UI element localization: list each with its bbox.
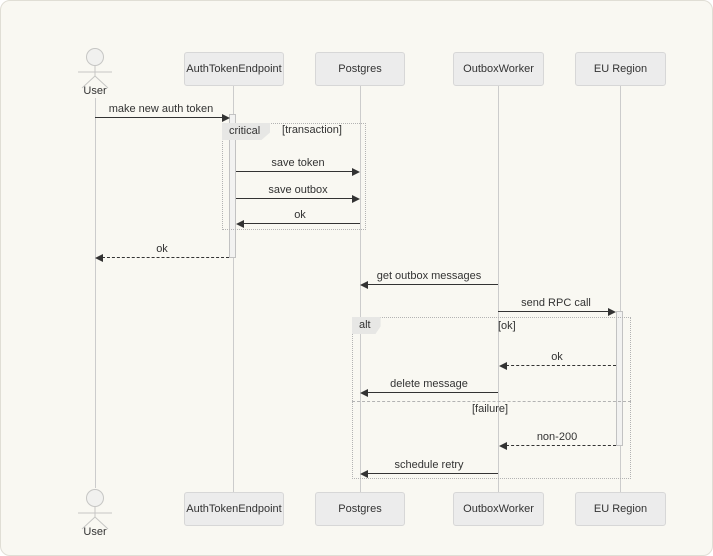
arrowhead-left [499, 362, 507, 370]
participant-outbox-top: OutboxWorker [453, 52, 544, 86]
arrowhead-left [360, 470, 368, 478]
participant-postgres-bottom: Postgres [315, 492, 405, 526]
message-line [236, 171, 353, 172]
alt-block [352, 317, 631, 479]
message-label: get outbox messages [376, 270, 482, 282]
lifeline-user [95, 98, 96, 488]
arrowhead-left [360, 389, 368, 397]
participant-postgres-top: Postgres [315, 52, 405, 86]
alt-divider [352, 401, 631, 402]
message-line [102, 257, 229, 258]
actor-label-user-top: User [83, 85, 107, 97]
activation-auth [229, 114, 236, 258]
message-line [95, 117, 223, 118]
arrowhead-left [95, 254, 103, 262]
message-line [367, 473, 498, 474]
participant-auth-bottom: AuthTokenEndpoint [184, 492, 284, 526]
message-line [367, 284, 498, 285]
participant-outbox-bottom: OutboxWorker [453, 492, 544, 526]
critical-condition: [transaction] [282, 124, 342, 136]
lifeline-auth [233, 86, 234, 492]
alt-ok-condition: [ok] [498, 320, 516, 332]
lifeline-postgres [360, 86, 361, 492]
message-label: schedule retry [394, 459, 464, 471]
alt-block-label: alt [352, 317, 381, 334]
message-line [243, 223, 360, 224]
arrowhead-right [352, 195, 360, 203]
arrowhead-left [499, 442, 507, 450]
message-label: save token [271, 157, 325, 169]
user-actor-icon [78, 48, 112, 89]
message-line [367, 392, 498, 393]
message-label: ok [551, 351, 563, 363]
arrowhead-left [236, 220, 244, 228]
message-label: non-200 [536, 431, 578, 443]
arrowhead-right [608, 308, 616, 316]
message-line [506, 445, 616, 446]
user-actor-icon [78, 489, 112, 530]
participant-auth-top: AuthTokenEndpoint [184, 52, 284, 86]
arrowhead-right [222, 114, 230, 122]
critical-block-label: critical [222, 123, 271, 140]
participant-eu-top: EU Region [575, 52, 666, 86]
lifeline-outbox [498, 86, 499, 492]
activation-eu [616, 311, 623, 446]
arrowhead-right [352, 168, 360, 176]
participant-eu-bottom: EU Region [575, 492, 666, 526]
actor-label-user-bottom: User [83, 526, 107, 538]
message-line [506, 365, 616, 366]
arrowhead-left [360, 281, 368, 289]
message-line [498, 311, 609, 312]
message-label: save outbox [268, 184, 328, 196]
message-label: ok [294, 209, 306, 221]
lifeline-eu [620, 86, 621, 492]
message-label: delete message [390, 378, 468, 390]
message-line [236, 198, 353, 199]
alt-failure-condition: [failure] [471, 403, 509, 415]
critical-block [222, 123, 366, 230]
message-label: ok [156, 243, 168, 255]
message-label: make new auth token [108, 103, 214, 115]
message-label: send RPC call [521, 297, 591, 309]
